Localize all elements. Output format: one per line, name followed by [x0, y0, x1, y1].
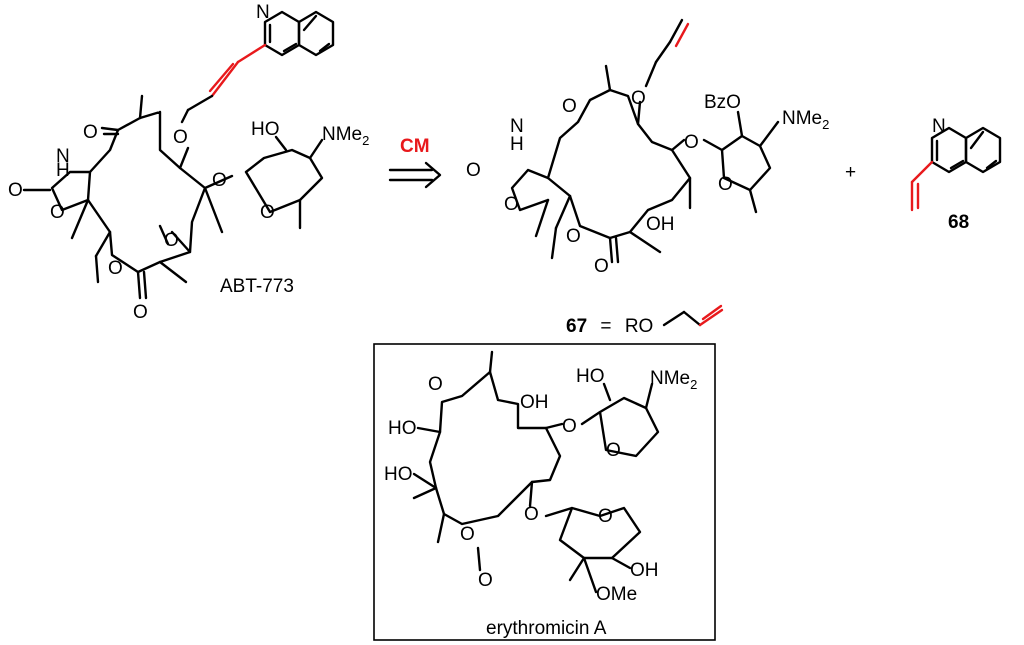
abt-nme-text: NMe [322, 124, 362, 145]
c67-o-lactone-carbonyl: O [594, 256, 609, 277]
abt-nme2: NMe2 [322, 124, 369, 148]
ery-o-ketone: O [428, 374, 443, 395]
c67-o-pyran: O [718, 174, 733, 195]
c67-nme-sub: 2 [822, 117, 829, 132]
c67-o-lactone-ring: O [566, 226, 581, 247]
c68-number: 68 [948, 212, 969, 233]
plus-sign: + [845, 162, 856, 183]
abt-o-lactone-ring: O [108, 258, 123, 279]
c67-label-line: 67 = RO [566, 316, 653, 337]
ery-ho-sugar: HO [576, 366, 605, 387]
ery-ome: OMe [596, 584, 637, 605]
abt-o-sugar: O [212, 170, 227, 191]
erythromycin-label: erythromicin A [486, 618, 607, 639]
c67-h: H [510, 134, 524, 155]
c67-o-ketone: O [562, 96, 577, 117]
c67-number: 67 [566, 316, 587, 337]
abt-o-carbonyl: O [8, 180, 23, 201]
c67-oh: OH [646, 214, 675, 235]
ery-o-lactone-ring: O [460, 524, 475, 545]
abt-o-ketone: O [83, 122, 98, 143]
c67-equals: = [600, 316, 611, 337]
c68-n-quinoline: N [932, 116, 946, 137]
c67-o-carbonyl: O [466, 160, 481, 181]
abt-n-quinoline: N [256, 2, 270, 23]
c67-o-sugar: O [684, 132, 699, 153]
ery-oh-cladinose: OH [630, 560, 659, 581]
ery-o-pyran-2: O [598, 506, 613, 527]
ery-ho-1: HO [388, 418, 417, 439]
c67-nme2: NMe2 [782, 108, 829, 132]
abt-o-ether: O [173, 127, 188, 148]
ery-nme-sub: 2 [690, 377, 697, 392]
c67-o-allyl: O [631, 88, 646, 109]
compound-67-structure: O O N H O O O O OH O BzO NMe2 O 67 [466, 18, 829, 337]
c67-hn: N [510, 116, 524, 137]
ery-o-sugar-1: O [562, 416, 577, 437]
abt-773-label: ABT-773 [220, 276, 294, 297]
ery-nme-text: NMe [650, 368, 690, 389]
abt-o-pyran: O [260, 202, 275, 223]
erythromycin-structure: O OH HO HO O O O HO NMe2 O O O OH OMe er… [384, 350, 697, 639]
c67-nme-text: NMe [782, 108, 822, 129]
erythromycin-box [373, 343, 716, 641]
c67-bzo: BzO [704, 92, 741, 113]
c67-o-ring: O [504, 194, 519, 215]
abt-hn: N [56, 146, 70, 167]
ery-o-lactone-carbonyl: O [478, 570, 493, 591]
retro-arrow-head [424, 161, 442, 189]
ery-o-pyran-1: O [606, 440, 621, 461]
c67-allyl-chain [662, 310, 686, 327]
ery-ho-2: HO [384, 464, 413, 485]
abt-ho: HO [251, 119, 280, 140]
c68-vinyl [910, 160, 934, 184]
abt-773-structure: N O O N H O O O O O [8, 2, 369, 323]
ery-oh-top: OH [520, 392, 549, 413]
abt-nme-sub: 2 [362, 133, 369, 148]
retro-arrow-group: CM [388, 136, 442, 189]
abt-o-ring: O [50, 202, 65, 223]
ery-o-sugar-2: O [524, 504, 539, 525]
compound-68-structure: N 68 [910, 116, 1002, 233]
abt-red-bond [236, 43, 267, 64]
c67-ro: RO [625, 316, 654, 337]
ery-nme2: NMe2 [650, 368, 697, 392]
abt-o-lactone-carbonyl: O [133, 302, 148, 323]
abt-o-ketone2: O [164, 230, 179, 251]
abt-h: H [56, 160, 70, 181]
cm-label: CM [400, 136, 430, 157]
abt-quinoline: N [256, 2, 335, 57]
